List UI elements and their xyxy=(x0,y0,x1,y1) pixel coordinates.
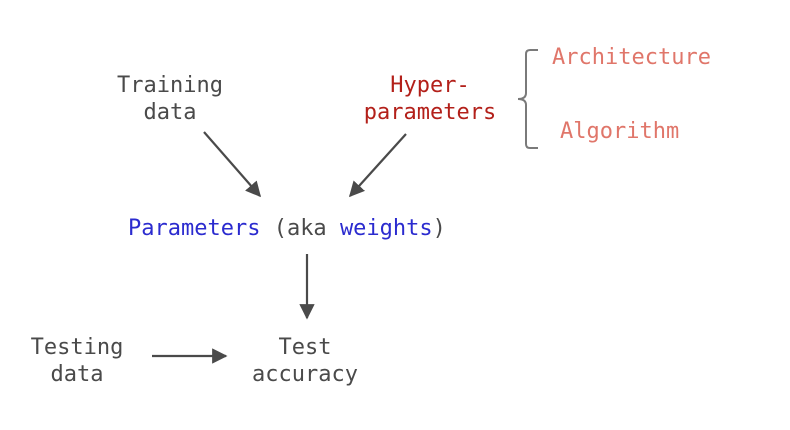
testing-data-line1: Testing xyxy=(30,335,124,360)
training-data-line1: Training xyxy=(117,73,223,98)
arrow-hyper-to-parameters xyxy=(348,133,407,198)
test-accuracy-line2: accuracy xyxy=(252,362,358,387)
testing-data-line2: data xyxy=(50,362,104,387)
curly-brace xyxy=(517,49,538,149)
architecture-label: Architecture xyxy=(552,45,711,70)
hyperparameters-line2: parameters xyxy=(363,100,497,125)
arrow-training-to-parameters xyxy=(203,131,262,198)
test-accuracy-label: Test accuracy xyxy=(245,334,365,388)
training-data-label: Training data xyxy=(105,72,235,126)
hyperparameters-line1: Hyper- xyxy=(390,73,470,98)
hyperparameters-label: Hyper- parameters xyxy=(350,72,510,126)
testing-data-label: Testing data xyxy=(22,334,132,388)
weights-word: weights xyxy=(339,216,433,241)
parameters-label: Parameters (aka weights) xyxy=(128,215,446,242)
parameters-aka: (aka xyxy=(260,216,340,241)
parameters-word: Parameters xyxy=(128,216,261,241)
algorithm-label: Algorithm xyxy=(560,119,680,144)
training-data-line2: data xyxy=(143,100,197,125)
test-accuracy-line1: Test xyxy=(278,335,332,360)
parameters-close-paren: ) xyxy=(432,216,446,241)
